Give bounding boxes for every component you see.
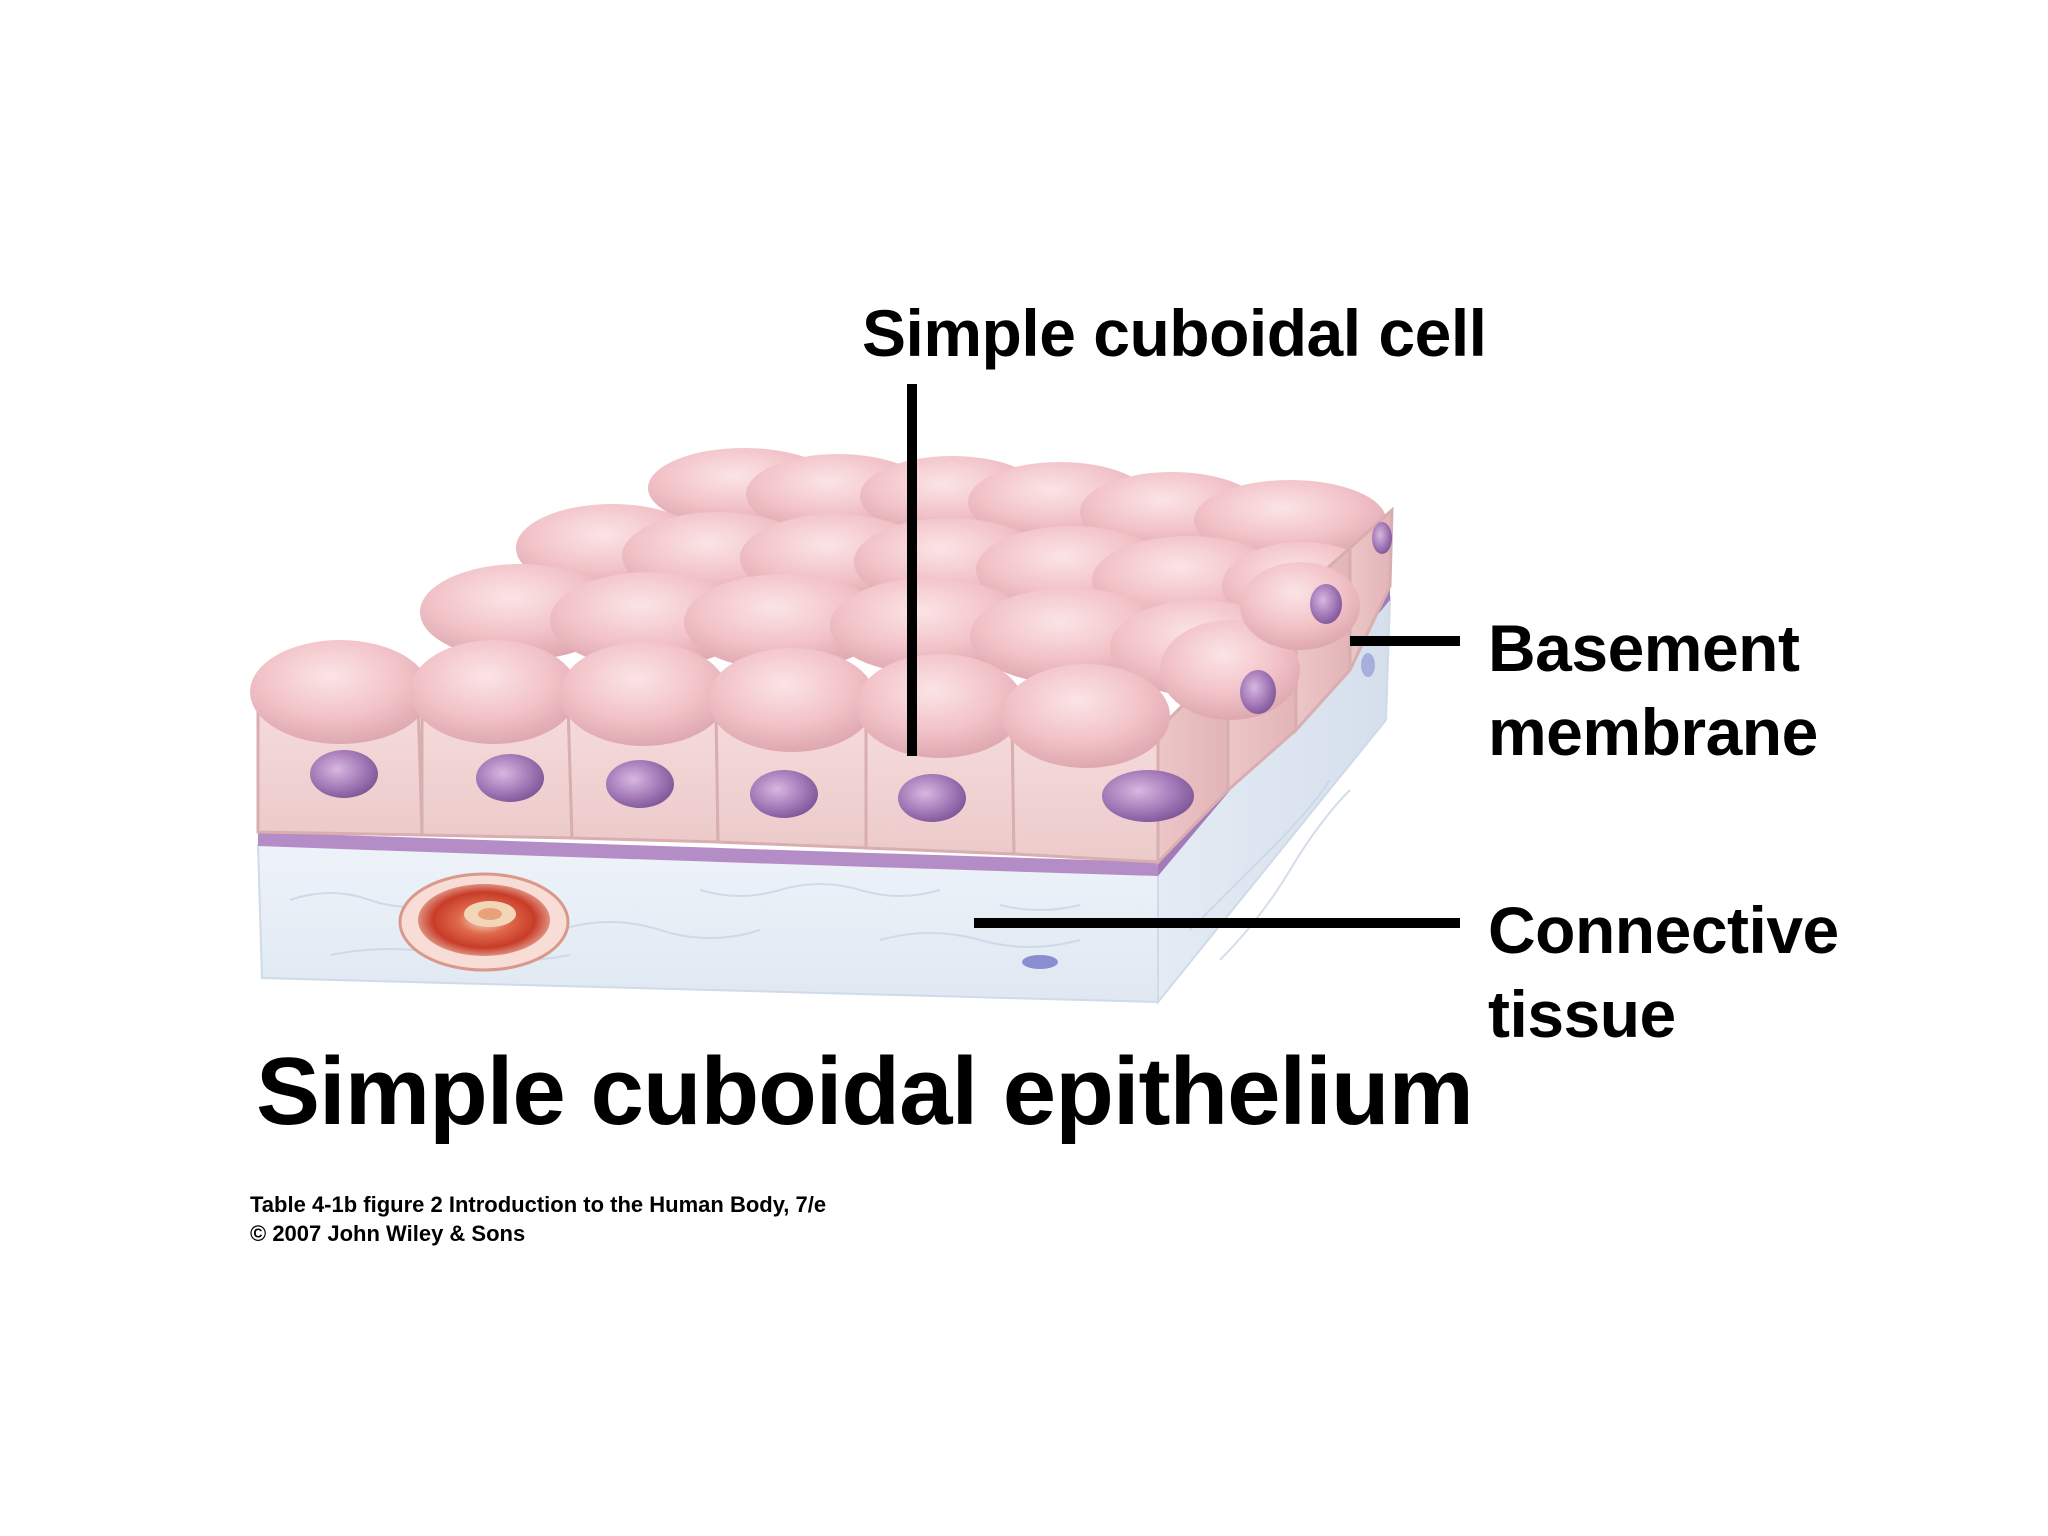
label-simple-cuboidal-cell: Simple cuboidal cell: [862, 296, 1487, 370]
nucleus-icon: [1240, 670, 1276, 714]
diagram-title: Simple cuboidal epithelium: [256, 1038, 1474, 1145]
nucleus-icon: [606, 760, 674, 808]
cell-nuclei: [310, 522, 1392, 822]
blood-vessel-icon: [398, 872, 570, 972]
fibroblast-nucleus-icon: [1022, 955, 1058, 969]
caption-line2: © 2007 John Wiley & Sons: [250, 1221, 526, 1246]
nucleus-icon: [310, 750, 378, 798]
label-basement-line2: membrane: [1488, 695, 1818, 769]
leader-line-basement: [1350, 636, 1460, 646]
nucleus-icon: [898, 774, 966, 822]
label-basement-membrane: Basement membrane: [1488, 606, 1818, 774]
leader-line-cell: [907, 384, 917, 756]
nucleus-icon: [476, 754, 544, 802]
figure-caption: Table 4-1b figure 2 Introduction to the …: [250, 1190, 826, 1248]
nucleus-icon: [1102, 770, 1194, 822]
label-connective-line1: Connective: [1488, 893, 1839, 967]
nucleus-icon: [1372, 522, 1392, 554]
label-connective-line2: tissue: [1488, 977, 1676, 1051]
label-basement-line1: Basement: [1488, 611, 1800, 685]
cell-layer: [250, 448, 1394, 866]
leader-lines: [907, 384, 1460, 928]
leader-line-connective: [974, 918, 1460, 928]
label-connective-tissue: Connective tissue: [1488, 888, 1839, 1056]
nucleus-icon: [1310, 584, 1342, 624]
caption-line1: Table 4-1b figure 2 Introduction to the …: [250, 1192, 827, 1217]
nucleus-icon: [750, 770, 818, 818]
